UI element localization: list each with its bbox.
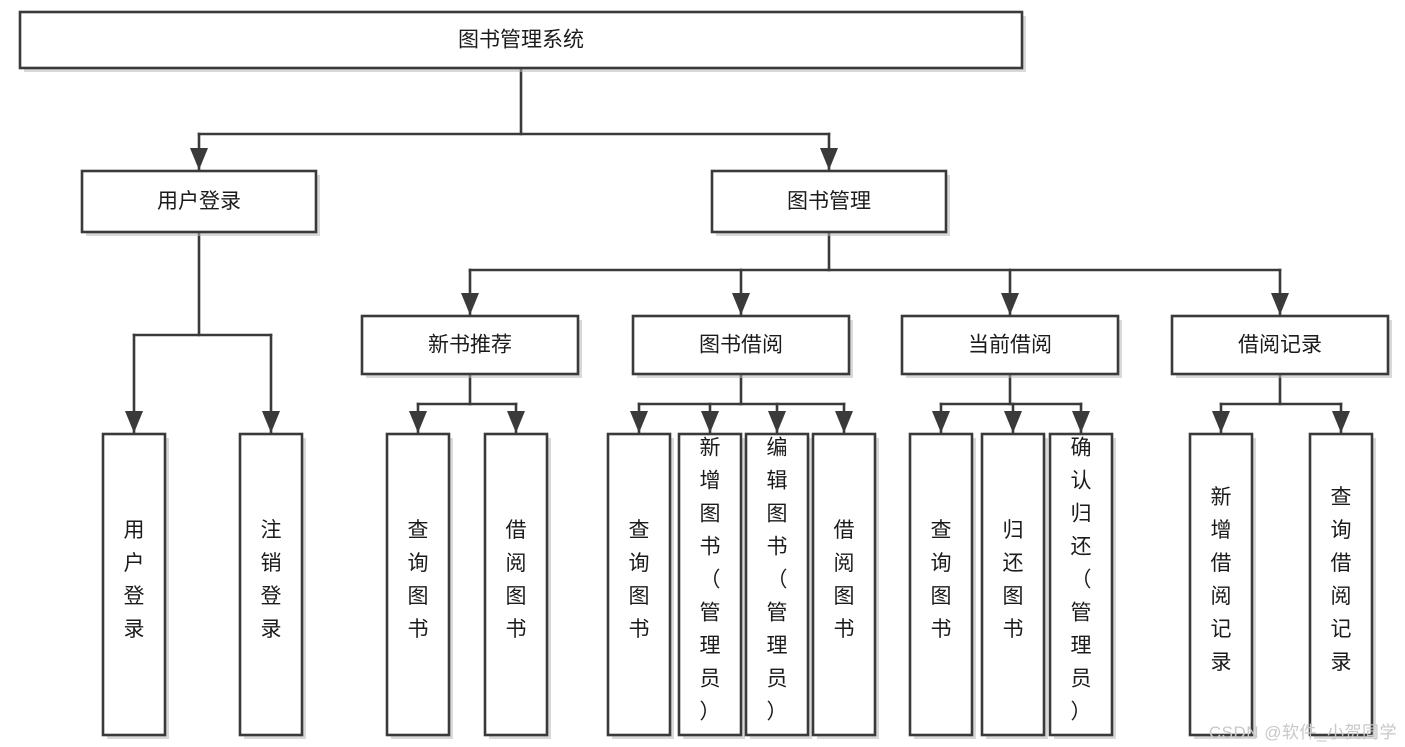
- node-leaf-rec-query-book[interactable]: 查询图书: [385, 432, 453, 739]
- node-label: 查询借阅记录: [1331, 486, 1352, 674]
- node-box[interactable]: [18, 10, 1024, 70]
- node-box[interactable]: [710, 169, 948, 234]
- node-label: 借阅记录: [1238, 334, 1322, 357]
- node-leaf-cur-query-book[interactable]: 查询图书: [908, 432, 976, 739]
- arrowhead-icon: [820, 148, 838, 170]
- node-box[interactable]: [677, 432, 743, 737]
- node-box[interactable]: [1308, 432, 1374, 737]
- arrowhead-icon: [461, 293, 479, 315]
- node-leaf-borrow-borrow-book[interactable]: 借阅图书: [811, 432, 879, 739]
- csdn-watermark: CSDN @软件_小贺同学: [1208, 723, 1397, 742]
- node-label: 归还图书: [1003, 519, 1024, 641]
- node-book-borrow[interactable]: 图书借阅: [631, 314, 853, 378]
- arrowhead-icon: [732, 293, 750, 315]
- arrowhead-icon: [262, 411, 280, 433]
- node-label: 查询图书: [408, 519, 429, 641]
- arrowhead-icon: [190, 148, 208, 170]
- node-box[interactable]: [908, 432, 974, 737]
- node-box[interactable]: [900, 314, 1120, 376]
- node-current-borrow[interactable]: 当前借阅: [900, 314, 1122, 378]
- node-box[interactable]: [606, 432, 672, 737]
- node-leaf-cur-return-book[interactable]: 归还图书: [980, 432, 1048, 739]
- node-label: 编辑图书（管理员）: [767, 437, 788, 724]
- node-box[interactable]: [483, 432, 549, 737]
- arrowhead-icon: [932, 411, 950, 433]
- arrowhead-icon: [125, 411, 143, 433]
- node-leaf-rec-add-record[interactable]: 新增借阅记录: [1188, 432, 1256, 739]
- arrowhead-icon: [1001, 293, 1019, 315]
- node-box[interactable]: [744, 432, 810, 737]
- node-label: 新书推荐: [428, 334, 512, 357]
- node-user-login[interactable]: 用户登录: [80, 169, 320, 236]
- node-box[interactable]: [631, 314, 851, 376]
- node-box[interactable]: [980, 432, 1046, 737]
- node-book-manage[interactable]: 图书管理: [710, 169, 950, 236]
- node-box[interactable]: [1170, 314, 1390, 376]
- arrowhead-icon: [409, 411, 427, 433]
- arrowhead-icon: [1072, 411, 1090, 433]
- nodes-layer: 图书管理系统用户登录图书管理新书推荐图书借阅当前借阅借阅记录用户登录注销登录查询…: [18, 10, 1392, 739]
- node-label: 用户登录: [124, 519, 145, 641]
- node-label: 借阅图书: [506, 519, 527, 641]
- node-leaf-rec-borrow-book[interactable]: 借阅图书: [483, 432, 551, 739]
- node-leaf-user-login[interactable]: 用户登录: [101, 432, 169, 739]
- node-box[interactable]: [385, 432, 451, 737]
- node-label: 确认归还（管理员）: [1071, 437, 1092, 724]
- arrowhead-icon: [701, 411, 719, 433]
- node-box[interactable]: [80, 169, 318, 234]
- arrowhead-icon: [1271, 293, 1289, 315]
- node-leaf-borrow-edit-book[interactable]: 编辑图书（管理员）: [744, 432, 812, 739]
- node-label: 图书借阅: [699, 334, 783, 357]
- node-label: 查询图书: [931, 519, 952, 641]
- node-box[interactable]: [360, 314, 580, 376]
- node-box[interactable]: [101, 432, 167, 737]
- node-label: 图书管理: [787, 190, 871, 213]
- arrowhead-icon: [768, 411, 786, 433]
- node-label: 借阅图书: [834, 519, 855, 641]
- node-leaf-borrow-add-book[interactable]: 新增图书（管理员）: [677, 432, 745, 739]
- arrowhead-icon: [1004, 411, 1022, 433]
- arrowhead-icon: [630, 411, 648, 433]
- node-box[interactable]: [811, 432, 877, 737]
- arrowhead-icon: [507, 411, 525, 433]
- node-new-book-recommend[interactable]: 新书推荐: [360, 314, 582, 378]
- arrowhead-icon: [1332, 411, 1350, 433]
- node-label: 当前借阅: [968, 334, 1052, 357]
- node-box[interactable]: [238, 432, 304, 737]
- node-leaf-borrow-query-book[interactable]: 查询图书: [606, 432, 674, 739]
- node-root-root[interactable]: 图书管理系统: [18, 10, 1026, 72]
- node-label: 新增借阅记录: [1211, 486, 1232, 674]
- connectors-layer: [125, 66, 1350, 434]
- node-label: 新增图书（管理员）: [700, 437, 721, 724]
- node-leaf-cur-confirm-return[interactable]: 确认归还（管理员）: [1048, 432, 1116, 739]
- node-box[interactable]: [1188, 432, 1254, 737]
- arrowhead-icon: [1212, 411, 1230, 433]
- node-label: 查询图书: [629, 519, 650, 641]
- node-box[interactable]: [1048, 432, 1114, 737]
- node-label: 注销登录: [261, 519, 282, 641]
- node-borrow-record[interactable]: 借阅记录: [1170, 314, 1392, 378]
- node-label: 用户登录: [157, 190, 241, 213]
- node-leaf-rec-query-record[interactable]: 查询借阅记录: [1308, 432, 1376, 739]
- arrowhead-icon: [835, 411, 853, 433]
- node-leaf-logout[interactable]: 注销登录: [238, 432, 306, 739]
- node-label: 图书管理系统: [458, 29, 584, 52]
